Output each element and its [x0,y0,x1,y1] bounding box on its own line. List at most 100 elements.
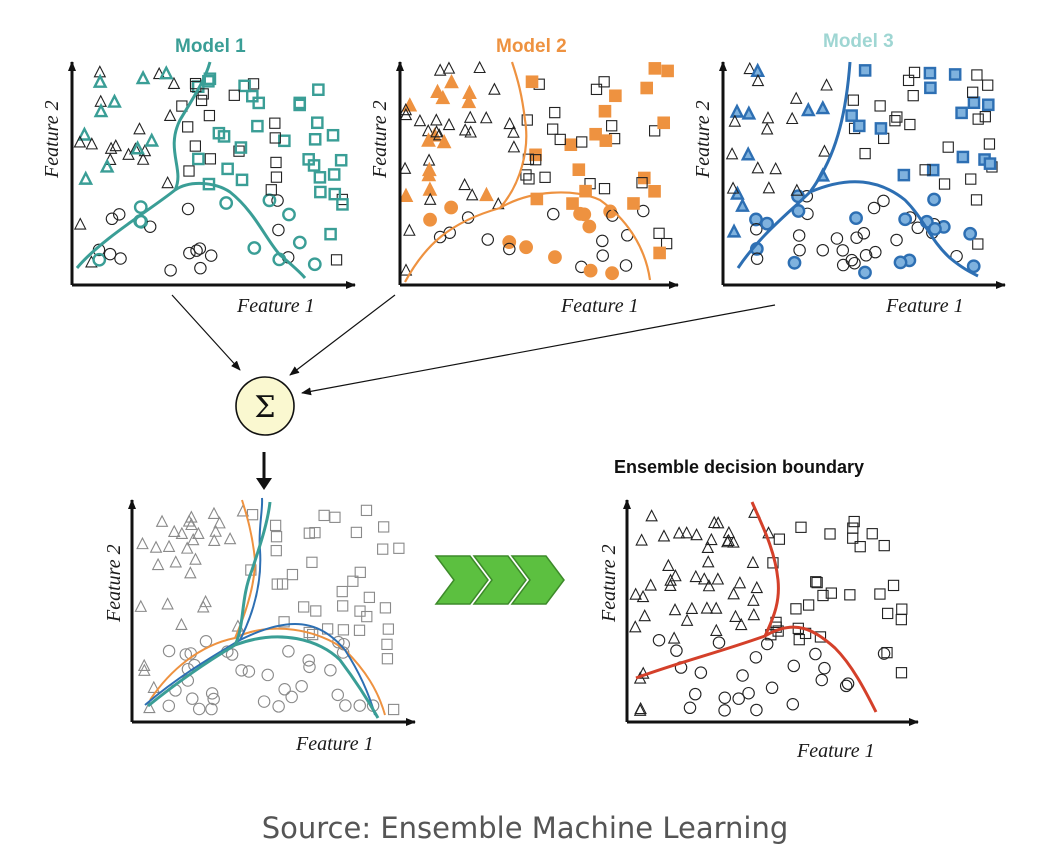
model-3-panel: Model 3 Feature 1 Feature 2 [692,31,1006,317]
triangle-marker [760,122,774,135]
triangle-marker [99,158,115,173]
triangle-marker [430,125,443,138]
circle-marker [278,683,291,696]
circle-marker [859,249,873,262]
triangle-marker [741,105,757,120]
circle-marker [841,677,855,690]
square-marker [378,521,390,533]
square-marker [609,89,622,103]
square-marker [824,528,836,540]
square-marker [195,94,208,107]
square-marker [606,120,618,132]
square-marker [982,79,994,91]
square-marker [983,157,997,170]
triangle-marker [403,223,416,236]
circle-marker [718,704,731,717]
triangle-marker [702,579,716,592]
overlay-boundary-model-3 [144,497,376,716]
square-marker [203,109,216,122]
circle-marker [282,207,296,222]
circle-marker [750,223,763,236]
model-1-axes [68,61,356,289]
circle-marker [619,259,633,272]
triangle-marker [143,700,156,714]
circle-marker [207,692,220,706]
circle-marker [760,637,774,651]
triangle-marker [398,187,414,202]
triangle-marker [442,61,456,74]
square-marker [889,115,901,127]
triangle-marker [689,569,703,583]
square-marker [377,543,389,555]
circle-marker [849,211,863,225]
circle-marker [186,692,199,705]
square-marker [337,624,350,636]
circle-marker [877,194,890,208]
model-2-axes [396,61,679,289]
square-marker [942,141,954,153]
circle-marker [809,647,822,661]
triangle-marker [662,558,675,572]
ensemble-panel: Ensemble decision boundary Feature 1 Fea… [598,457,919,762]
square-marker [844,589,856,601]
triangle-marker [727,587,740,600]
circle-marker [793,243,806,257]
square-marker [564,138,578,152]
triangle-marker [633,703,647,716]
triangle-marker [189,552,202,565]
triangle-marker [726,181,740,194]
square-marker [874,100,886,112]
square-marker [967,86,979,98]
square-marker [246,509,259,521]
circle-marker [792,229,806,242]
square-marker [271,578,283,590]
circle-marker [765,681,779,695]
square-marker [589,127,602,141]
square-marker [347,575,359,587]
circle-marker [225,648,239,661]
triangle-marker [133,122,146,135]
square-marker [907,90,919,102]
circle-marker [750,703,763,717]
triangle-marker [473,60,486,74]
triangle-marker [136,152,150,165]
square-marker [246,89,259,103]
square-marker [270,544,282,557]
triangle-marker [503,116,516,130]
circle-marker [787,659,801,673]
triangle-marker [458,123,472,136]
circle-marker [162,699,176,713]
model-3-title: Model 3 [823,31,894,52]
square-marker [817,589,829,602]
square-marker [286,568,299,581]
square-marker [523,173,535,185]
model-2-points [398,60,674,281]
circle-marker [582,219,597,234]
circle-marker [670,644,683,657]
square-marker [598,182,611,195]
square-marker [948,68,962,81]
circle-marker [750,252,764,265]
circle-marker [927,192,941,207]
ensemble-ylabel: Feature 2 [598,544,620,623]
square-marker [381,653,394,665]
circle-marker [353,699,366,712]
triangle-marker [507,125,520,138]
triangle-marker [747,607,761,621]
circle-marker [192,702,206,716]
model-1-points [73,65,349,277]
square-marker [878,539,890,552]
circle-marker [235,664,248,677]
square-marker [598,76,610,88]
square-marker [795,521,807,533]
triangle-marker [130,140,145,155]
circle-marker [444,200,459,215]
chevron-2 [472,555,527,605]
square-marker [825,587,837,599]
triangle-marker [729,103,745,118]
triangle-marker [77,126,92,141]
triangle-marker [709,623,723,636]
circle-marker [898,212,913,227]
triangle-marker [800,101,816,117]
square-marker [525,75,539,89]
